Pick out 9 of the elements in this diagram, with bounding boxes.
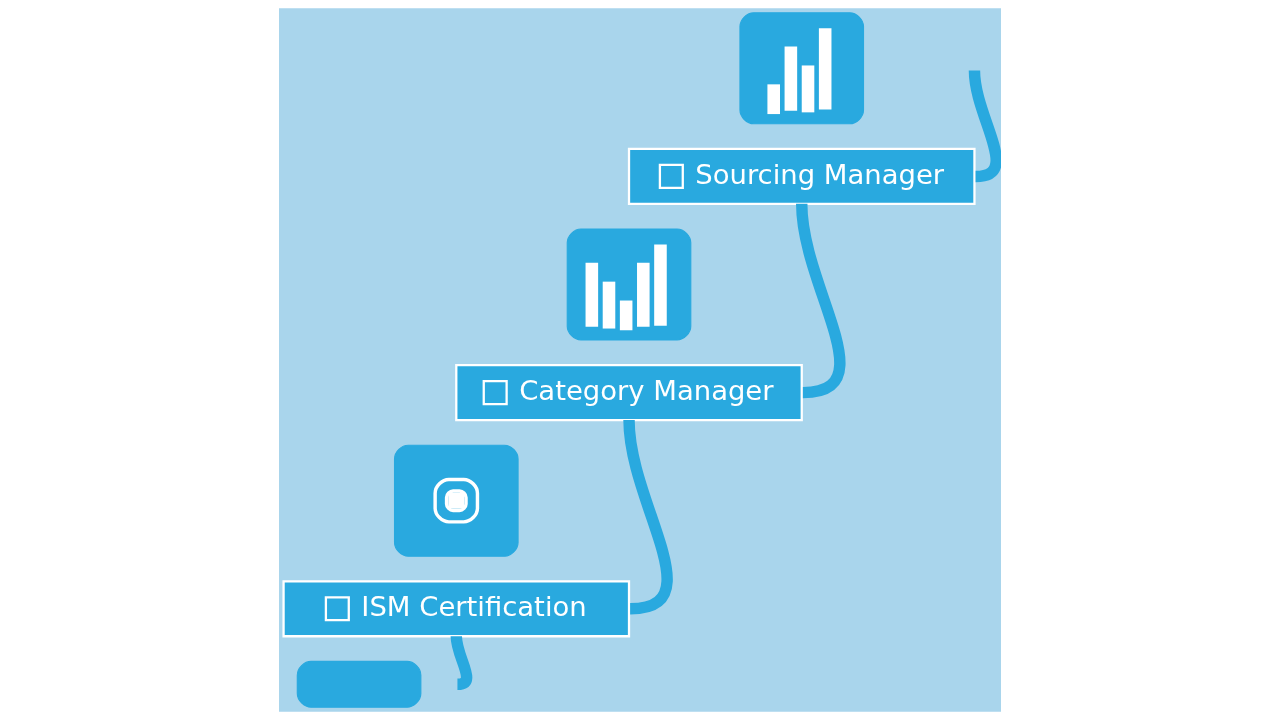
node-box: Sourcing Manager: [627, 147, 976, 205]
node-box: ISM Certification: [282, 580, 631, 638]
node-box: Category Manager: [455, 364, 803, 422]
connector: [968, 70, 1001, 183]
node-picture: [739, 12, 865, 125]
node-picture: [393, 444, 519, 557]
node-picture: [566, 228, 692, 341]
node-box: [296, 660, 422, 708]
connector: [450, 635, 473, 690]
